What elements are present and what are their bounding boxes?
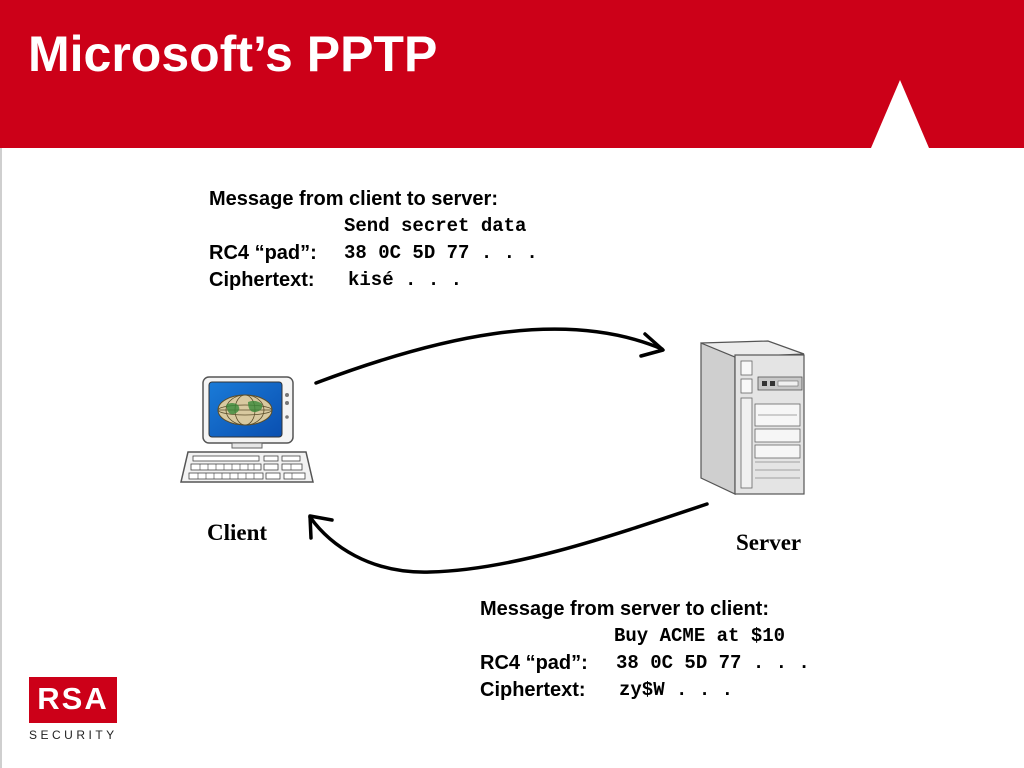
plaintext-value: Send secret data: [344, 215, 527, 237]
logo-brand-text: RSA: [37, 681, 109, 716]
server-label: Server: [736, 530, 802, 555]
ciphertext-label: Ciphertext:: [209, 269, 315, 291]
server-to-client-message: Message from server to client: Buy ACME …: [480, 596, 810, 704]
message-heading: Message from server to client:: [480, 598, 769, 620]
title-bar: Microsoft’s PPTP: [0, 0, 1024, 148]
pad-label: RC4 “pad”:: [480, 652, 588, 674]
rsa-security-logo: RSA SECURITY: [29, 677, 121, 742]
pad-value: 38 0C 5D 77 . . .: [616, 652, 810, 674]
ciphertext-label: Ciphertext:: [480, 679, 586, 701]
plaintext-value: Buy ACME at $10: [614, 625, 786, 647]
client-to-server-message: Message from client to server: Send secr…: [209, 186, 538, 294]
arrow-client-to-server: [314, 327, 665, 385]
ciphertext-value: zy$W . . .: [619, 679, 734, 701]
globe-icon: [217, 394, 273, 426]
ciphertext-value: kisé . . .: [348, 269, 463, 291]
pad-value: 38 0C 5D 77 . . .: [344, 242, 538, 264]
logo-tagline: SECURITY: [29, 728, 118, 742]
client-label: Client: [207, 520, 268, 545]
header-triangle-accent: [871, 80, 929, 148]
client-computer-icon: [180, 376, 314, 483]
pad-label: RC4 “pad”:: [209, 242, 317, 264]
arrow-server-to-client: [308, 502, 709, 574]
server-tower-icon: [700, 340, 805, 495]
left-border-line: [0, 148, 2, 768]
message-heading: Message from client to server:: [209, 188, 498, 210]
slide-title: Microsoft’s PPTP: [28, 26, 438, 82]
logo-red-box: RSA: [29, 677, 117, 723]
